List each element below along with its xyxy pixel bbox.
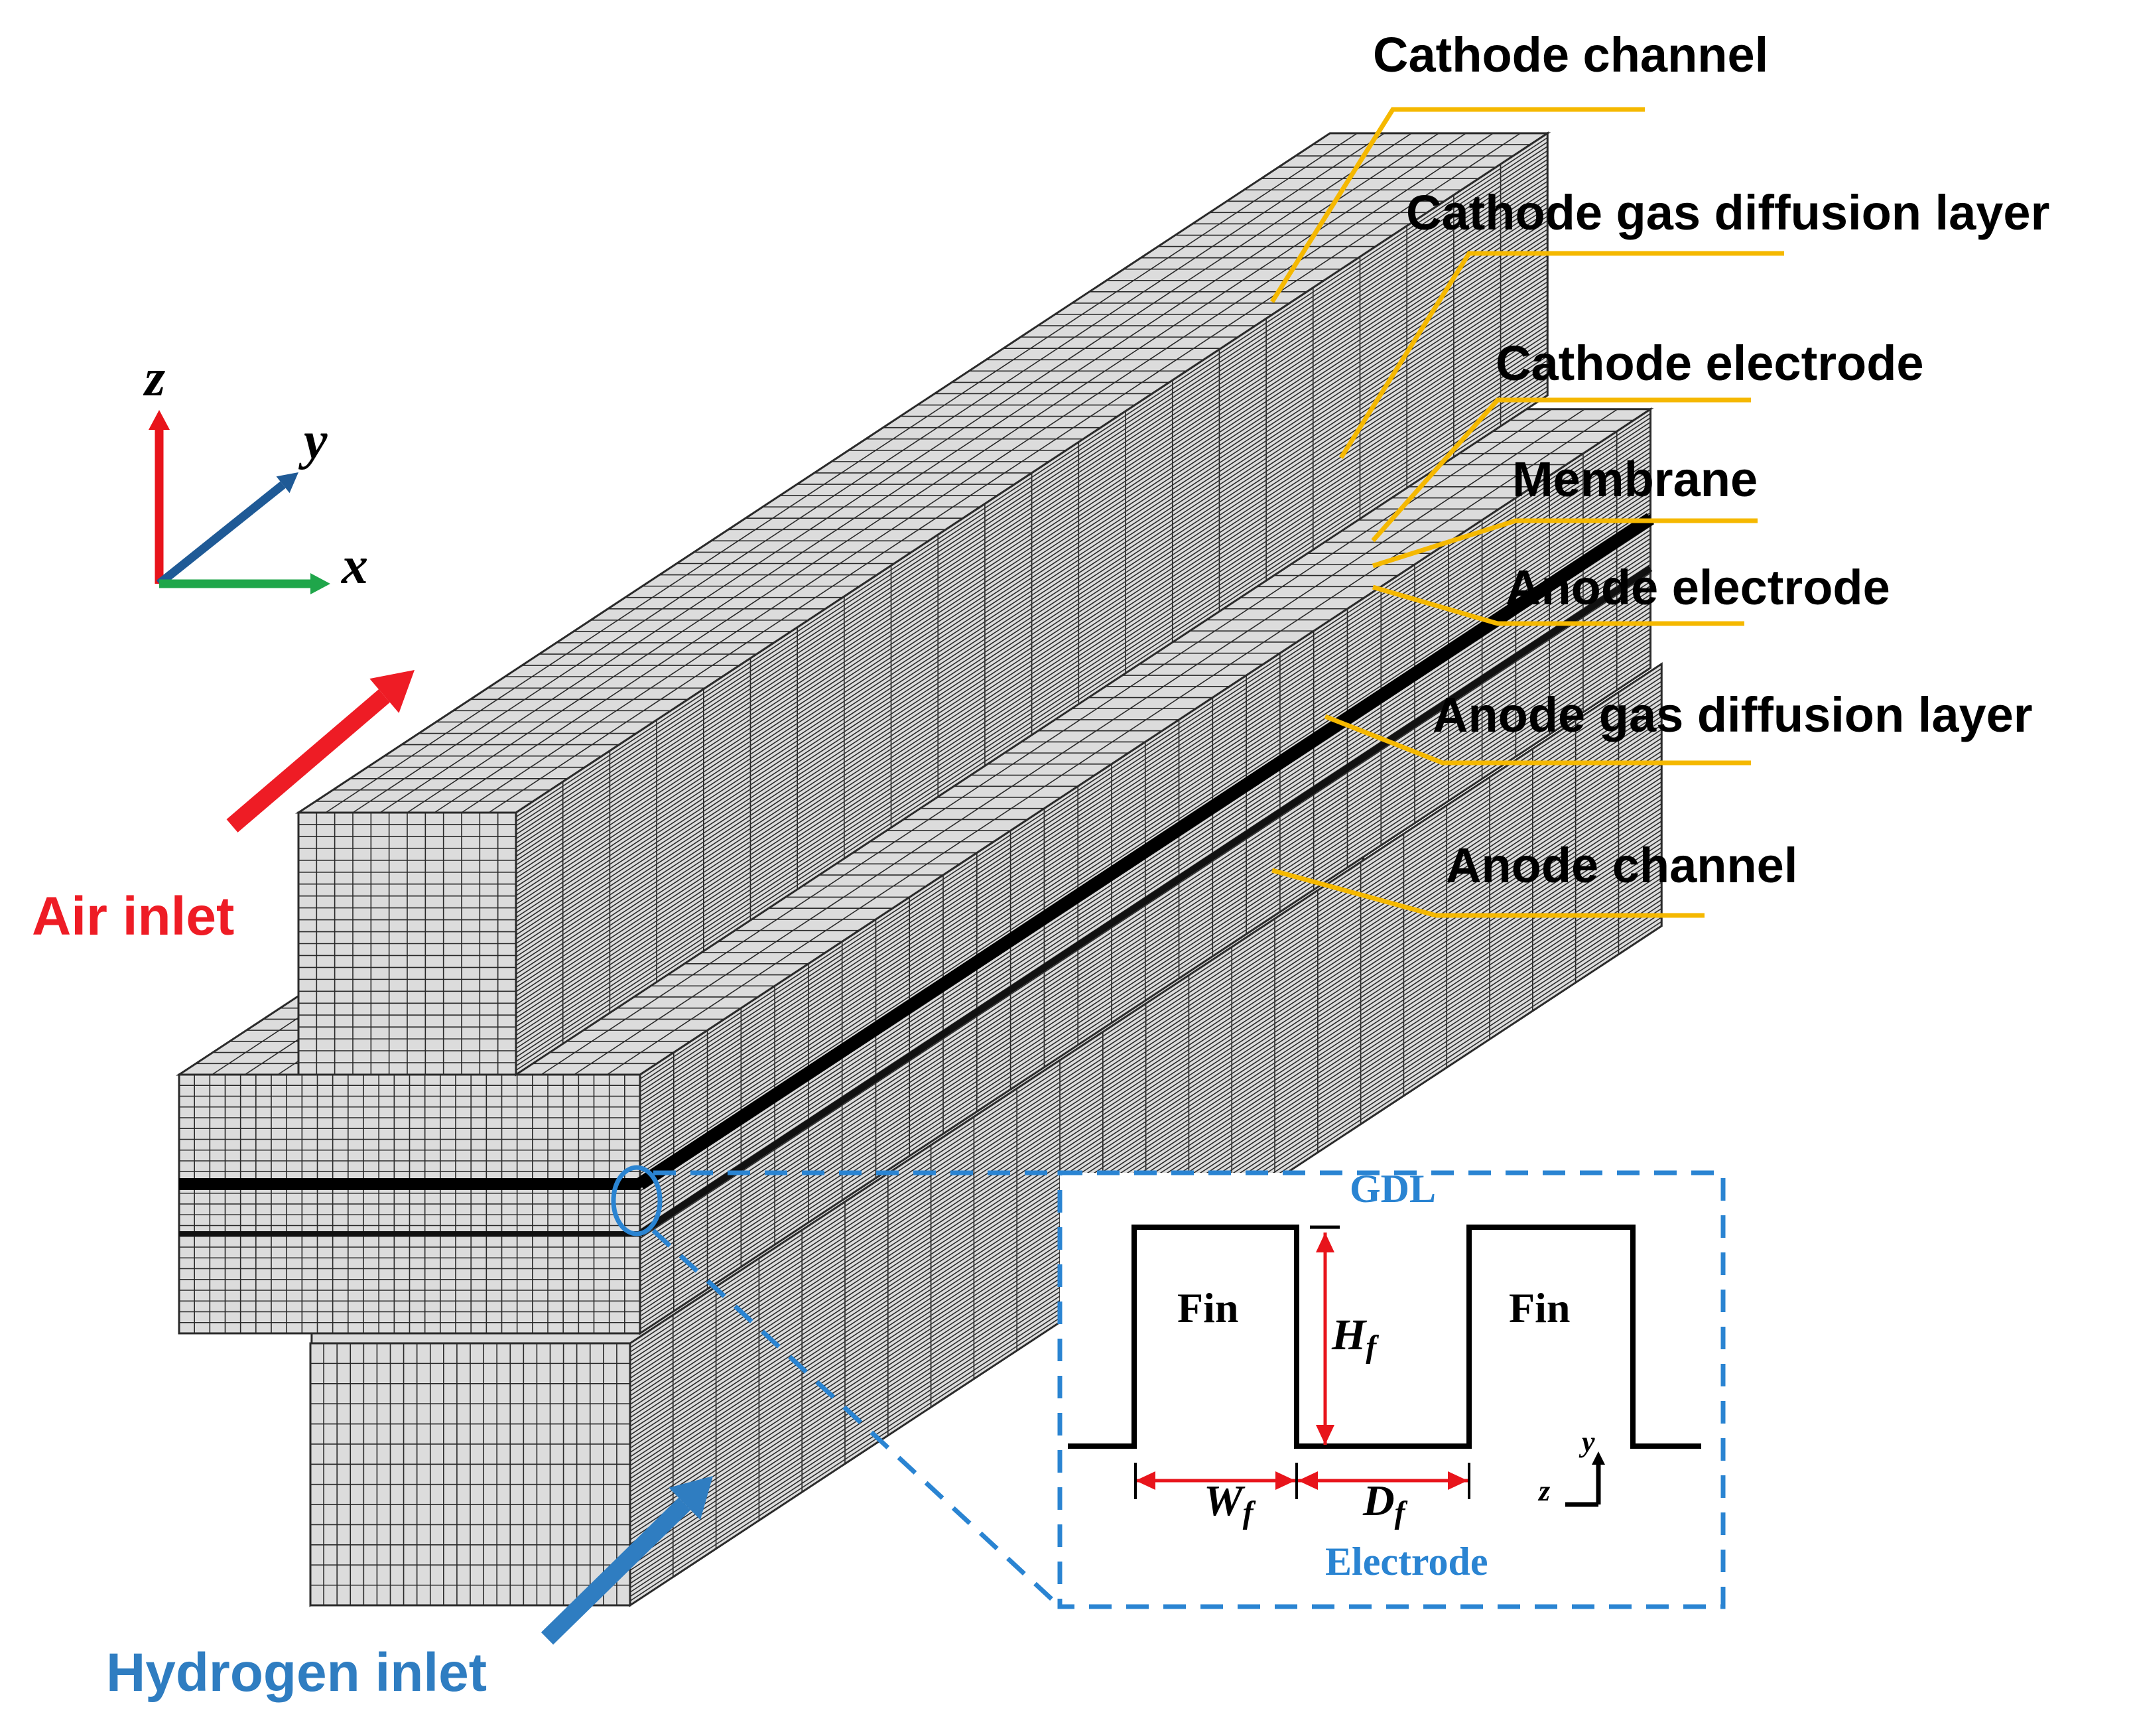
inset-fin-left-label: Fin bbox=[1177, 1284, 1239, 1331]
anode-electrode-label: Anode electrode bbox=[1506, 560, 1890, 615]
anode-gdl-label: Anode gas diffusion layer bbox=[1433, 687, 2033, 742]
membrane-label: Membrane bbox=[1512, 452, 1758, 507]
fin-width-label: Wf bbox=[1204, 1477, 1254, 1530]
inset-gdl-label: GDL bbox=[1350, 1167, 1437, 1211]
hydrogen-inlet-label: Hydrogen inlet bbox=[106, 1642, 487, 1703]
anode-electrode-leader bbox=[1372, 584, 1744, 626]
anode-electrode-side-band bbox=[638, 565, 1653, 1237]
fin-height-label: Hf bbox=[1332, 1311, 1377, 1365]
fin-profile bbox=[1068, 1225, 1701, 1449]
fin-spacing-label: Df bbox=[1363, 1477, 1405, 1530]
anode-gdl-leader bbox=[1324, 714, 1751, 766]
mea-front-face bbox=[178, 1073, 641, 1335]
cathode-channel-label: Cathode channel bbox=[1373, 27, 1769, 82]
cathode-gdl-leader bbox=[1339, 251, 1784, 459]
inset-electrode-label: Electrode bbox=[1325, 1540, 1488, 1583]
axis-x-arrow bbox=[159, 573, 330, 594]
anode-channel-label: Anode channel bbox=[1446, 838, 1798, 893]
cathode-channel-top-face bbox=[294, 132, 1551, 814]
mea-side-face bbox=[639, 407, 1652, 1335]
inset-axes bbox=[1565, 1451, 1605, 1507]
cathode-gdl-label: Cathode gas diffusion layer bbox=[1406, 185, 2050, 240]
coordinate-axes bbox=[149, 410, 330, 594]
axis-y-label: y bbox=[304, 412, 328, 470]
anode-channel-front-face bbox=[309, 1342, 631, 1607]
axis-z-arrow bbox=[149, 410, 170, 584]
cathode-channel-side-face bbox=[515, 131, 1549, 1077]
cathode-electrode-label: Cathode electrode bbox=[1496, 336, 1924, 391]
inset-fin-right-label: Fin bbox=[1509, 1284, 1571, 1331]
membrane-leader bbox=[1372, 518, 1758, 568]
fin-height-dimension bbox=[1316, 1233, 1334, 1445]
inset-axis-y-label: y bbox=[1582, 1426, 1595, 1458]
inset-axis-z-label: z bbox=[1539, 1475, 1551, 1507]
zoom-circle bbox=[611, 1165, 663, 1236]
cathode-channel-leader bbox=[1270, 107, 1645, 303]
air-inlet-arrow bbox=[226, 670, 415, 833]
fin-width-dimension bbox=[1135, 1471, 1295, 1490]
hydrogen-inlet-arrow bbox=[541, 1476, 713, 1645]
inset-box bbox=[1057, 1170, 1726, 1609]
axis-z-label: z bbox=[145, 349, 166, 407]
anode-channel-leader bbox=[1271, 868, 1705, 918]
cathode-channel-front-face bbox=[297, 811, 517, 1076]
air-inlet-label: Air inlet bbox=[32, 886, 235, 947]
membrane-side-band bbox=[636, 513, 1655, 1190]
fin-spacing-dimension bbox=[1298, 1471, 1468, 1490]
axis-y-arrow bbox=[156, 472, 298, 588]
cathode-electrode-leader bbox=[1371, 397, 1751, 543]
zoom-callout-bottom bbox=[651, 1229, 1062, 1609]
axis-x-label: x bbox=[342, 537, 368, 595]
